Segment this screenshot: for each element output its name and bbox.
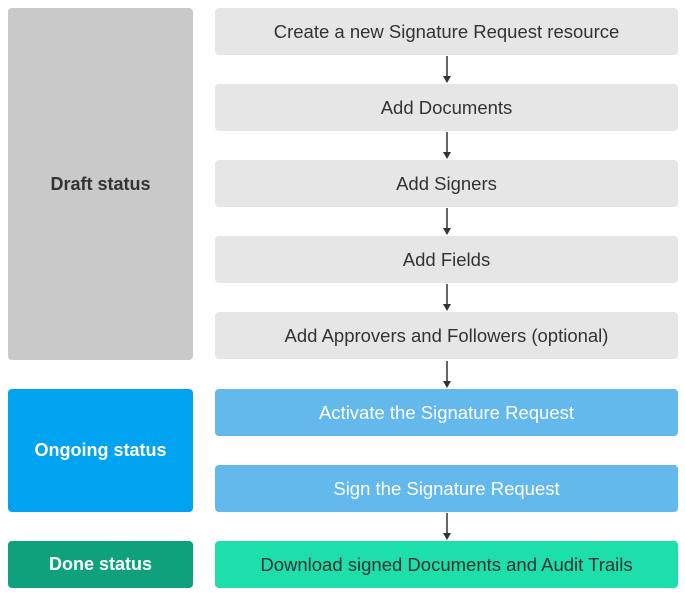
flow-arrow	[441, 283, 453, 312]
step-label: Download signed Documents and Audit Trai…	[260, 553, 633, 575]
step-label: Add Fields	[402, 248, 491, 270]
step-label: Add Signers	[396, 172, 497, 194]
step-activate-signature-request: Activate the Signature Request	[215, 389, 678, 436]
flow-arrow	[441, 55, 453, 84]
done-status-label: Done status	[48, 554, 153, 574]
draft-status-box: Draft status	[8, 8, 193, 360]
step-create-signature-request: Create a new Signature Request resource	[215, 8, 678, 55]
step-label: Sign the Signature Request	[333, 477, 560, 499]
flow-arrow	[441, 512, 453, 541]
step-add-fields: Add Fields	[215, 236, 678, 283]
flow-arrow	[441, 207, 453, 236]
done-status-box: Done status	[8, 541, 193, 588]
flow-arrow	[441, 360, 453, 389]
step-add-signers: Add Signers	[215, 160, 678, 207]
step-label: Activate the Signature Request	[318, 401, 575, 423]
step-label: Add Documents	[380, 96, 513, 118]
step-sign-signature-request: Sign the Signature Request	[215, 465, 678, 512]
flow-arrow	[441, 131, 453, 160]
ongoing-status-box: Ongoing status	[8, 389, 193, 512]
ongoing-status-label: Ongoing status	[34, 440, 167, 460]
step-label: Add Approvers and Followers (optional)	[284, 324, 609, 346]
draft-status-label: Draft status	[50, 173, 151, 194]
step-add-approvers-followers: Add Approvers and Followers (optional)	[215, 312, 678, 359]
step-download-documents-audit-trails: Download signed Documents and Audit Trai…	[215, 541, 678, 588]
step-add-documents: Add Documents	[215, 84, 678, 131]
step-label: Create a new Signature Request resource	[273, 20, 620, 42]
